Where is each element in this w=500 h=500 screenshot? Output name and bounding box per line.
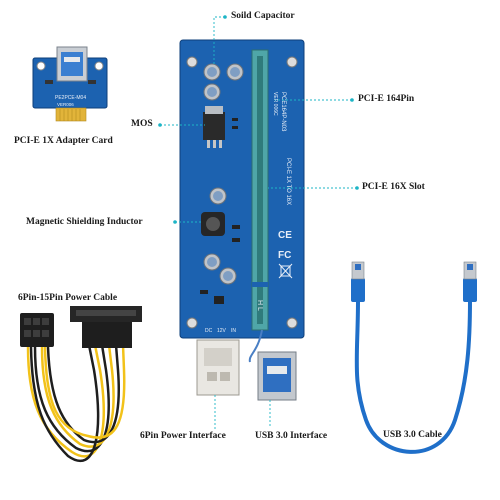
usb-3-cable (351, 261, 477, 454)
voltage-label-0: DC (205, 328, 213, 334)
label-6pin-15pin-power-cable: 6Pin-15Pin Power Cable (18, 293, 118, 303)
label-magnetic-shielding-inductor: Magnetic Shielding Inductor (26, 217, 143, 227)
pcie-1x-adapter-card: PE2PCE-M04 VER006 (32, 46, 108, 122)
label-soild-capacitor: Soild Capacitor (231, 11, 295, 21)
riser-slot-print: PCI-E 1X TO 16X (285, 158, 291, 205)
leader-lines (160, 16, 357, 430)
label-pcie-1x-adapter-card: PCI-E 1X Adapter Card (14, 136, 113, 146)
recycle-bin-icon (278, 263, 293, 279)
magnetic-inductor (201, 212, 225, 236)
voltage-label-2: IN (231, 328, 236, 334)
label-6pin-power-interface: 6Pin Power Interface (140, 431, 226, 441)
label-pcie-164pin: PCI-E 164Pin (358, 94, 415, 104)
hl-mark: H L (256, 300, 263, 311)
adapter-version-print: VER006 (57, 102, 74, 107)
mos-chip (203, 106, 225, 148)
label-usb-3-interface: USB 3.0 Interface (255, 431, 328, 441)
label-mos: MOS (131, 119, 153, 129)
internal-jumper-wire (248, 329, 263, 363)
voltage-label-1: 12V (217, 328, 227, 334)
adapter-model-print: PE2PCE-M04 (55, 95, 86, 101)
six-pin-power-interface (196, 339, 240, 396)
usb-3-interface (257, 351, 297, 401)
label-usb-3-cable: USB 3.0 Cable (383, 430, 442, 440)
riser-version-print: VER 006C (272, 92, 278, 116)
label-pcie-16x-slot: PCI-E 16X Slot (362, 182, 425, 192)
leader-dots (158, 15, 359, 224)
solid-capacitors (203, 63, 244, 285)
fc-mark: FC (278, 250, 291, 261)
sata-15pin-connector (70, 306, 142, 348)
adapter-gold-fingers (55, 107, 87, 122)
ce-mark: CE (278, 230, 292, 241)
pcie-16x-slot (251, 49, 269, 331)
riser-model-print: PCE164P-N03 (280, 92, 286, 132)
power-cable (20, 306, 142, 463)
riser-board: PCE164P-N03 VER 006C PCI-E 1X TO 16X CE … (179, 39, 305, 363)
